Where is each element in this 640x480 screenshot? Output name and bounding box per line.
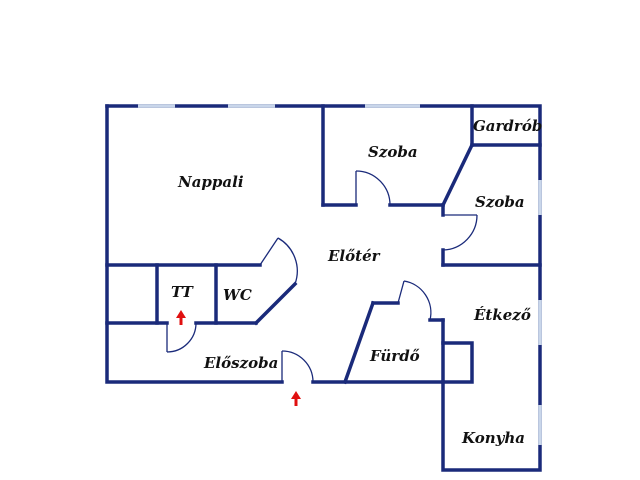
room-label-furdo: Fürdő [369, 347, 420, 365]
door-szoba-right [442, 214, 478, 251]
room-label-eloter: Előtér [327, 247, 381, 265]
room-label-tt: TT [171, 283, 195, 301]
exterior-walls [105, 104, 542, 472]
door-szoba-top [355, 170, 391, 206]
interior-walls [105, 104, 542, 385]
room-label-wc: WC [223, 286, 252, 304]
room-label-szoba-right: Szoba [475, 193, 525, 211]
red-up-arrow-icon [176, 310, 186, 325]
room-label-gardrob: Gardrób [473, 117, 542, 135]
room-label-konyha: Konyha [461, 429, 525, 447]
door-tt [166, 322, 197, 353]
door-wc [259, 237, 298, 285]
door-entrance [281, 350, 314, 383]
room-label-eloszoba: Előszoba [203, 354, 278, 372]
room-label-szoba-top: Szoba [368, 143, 418, 161]
room-label-etkezo: Étkező [473, 306, 531, 324]
room-label-nappali: Nappali [177, 173, 244, 191]
windows [138, 104, 542, 445]
doors [166, 170, 478, 383]
door-furdo [397, 280, 432, 321]
red-up-arrow-icon [291, 391, 301, 406]
